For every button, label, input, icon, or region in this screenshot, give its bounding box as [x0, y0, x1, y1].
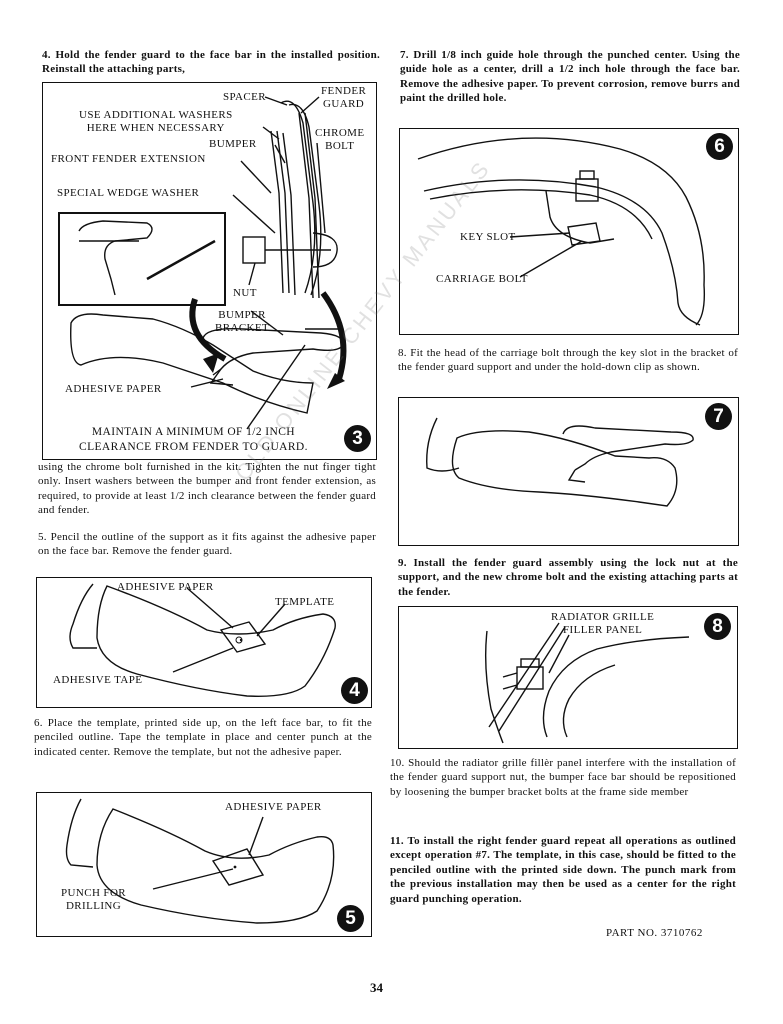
step5-text: 5. Pencil the outline of the support as …: [38, 531, 376, 558]
label-special-wedge-washer: SPECIAL WEDGE WASHER: [57, 187, 200, 199]
figure-6: KEY SLOT CARRIAGE BOLT 6: [399, 128, 739, 335]
figure-7-drawing: [426, 417, 694, 507]
label-radiator-grille-filler-panel: RADIATOR GRILLE FILLER PANEL: [551, 611, 655, 636]
label-carriage-bolt: CARRIAGE BOLT: [436, 273, 528, 285]
step11-text: 11. To install the right fender guard re…: [390, 835, 736, 905]
label-front-fender-extension: FRONT FENDER EXTENSION: [51, 153, 206, 165]
figure-3-number: 3: [344, 425, 371, 452]
label-nut: NUT: [233, 287, 257, 299]
label-adhesive-paper: ADHESIVE PAPER: [65, 383, 162, 395]
label-adhesive-tape: ADHESIVE TAPE: [53, 674, 143, 686]
step4-continued: using the chrome bolt furnished in the k…: [38, 461, 376, 517]
figure-7-number: 7: [705, 403, 732, 430]
page-number: 34: [370, 980, 383, 995]
figure-6-drawing: [417, 137, 706, 326]
step9-text: 9. Install the fender guard assembly usi…: [398, 557, 738, 598]
figure-7: 7: [398, 397, 739, 546]
figure-3-drawing: [58, 96, 347, 430]
label-punch-for-drilling: PUNCH FOR DRILLING: [61, 887, 127, 912]
step10-text: 10. Should the radiator grille fillèr pa…: [390, 757, 736, 798]
label-clearance: MAINTAIN A MINIMUM OF 1/2 INCH CLEARANCE…: [79, 426, 308, 453]
label-adhesive-paper: ADHESIVE PAPER: [225, 801, 322, 813]
figure-8: RADIATOR GRILLE FILLER PANEL 8: [398, 606, 738, 749]
label-template: TEMPLATE: [275, 596, 335, 608]
figure-8-drawing: [484, 622, 690, 744]
figure-4: ADHESIVE PAPER TEMPLATE ADHESIVE TAPE 4: [36, 577, 372, 708]
label-adhesive-paper: ADHESIVE PAPER: [117, 581, 214, 593]
figure-5-number: 5: [337, 905, 364, 932]
label-additional-washers: USE ADDITIONAL WASHERS HERE WHEN NECESSA…: [79, 109, 233, 134]
label-bumper: BUMPER: [209, 138, 257, 150]
figure-3: SPACER FENDER GUARD USE ADDITIONAL WASHE…: [42, 82, 377, 460]
step7-text: 7. Drill 1/8 inch guide hole through the…: [400, 49, 740, 105]
figure-4-number: 4: [341, 677, 368, 704]
label-fender-guard: FENDER GUARD: [321, 85, 367, 110]
label-bumper-bracket: BUMPER BRACKET: [215, 309, 270, 334]
figure-8-number: 8: [704, 613, 731, 640]
part-number: PART NO. 3710762: [606, 927, 703, 939]
figure-5: ADHESIVE PAPER PUNCH FOR DRILLING 5: [36, 792, 372, 937]
figure-5-drawing: [65, 798, 335, 924]
label-key-slot: KEY SLOT: [460, 231, 516, 243]
step4-intro: 4. Hold the fender guard to the face bar…: [42, 49, 380, 76]
step6-text: 6. Place the template, printed side up, …: [34, 717, 372, 758]
label-chrome-bolt: CHROME BOLT: [315, 127, 365, 152]
figure-4-drawing: [69, 583, 336, 697]
step8-text: 8. Fit the head of the carriage bolt thr…: [398, 347, 738, 374]
figure-6-number: 6: [706, 133, 733, 160]
label-spacer: SPACER: [223, 91, 266, 103]
